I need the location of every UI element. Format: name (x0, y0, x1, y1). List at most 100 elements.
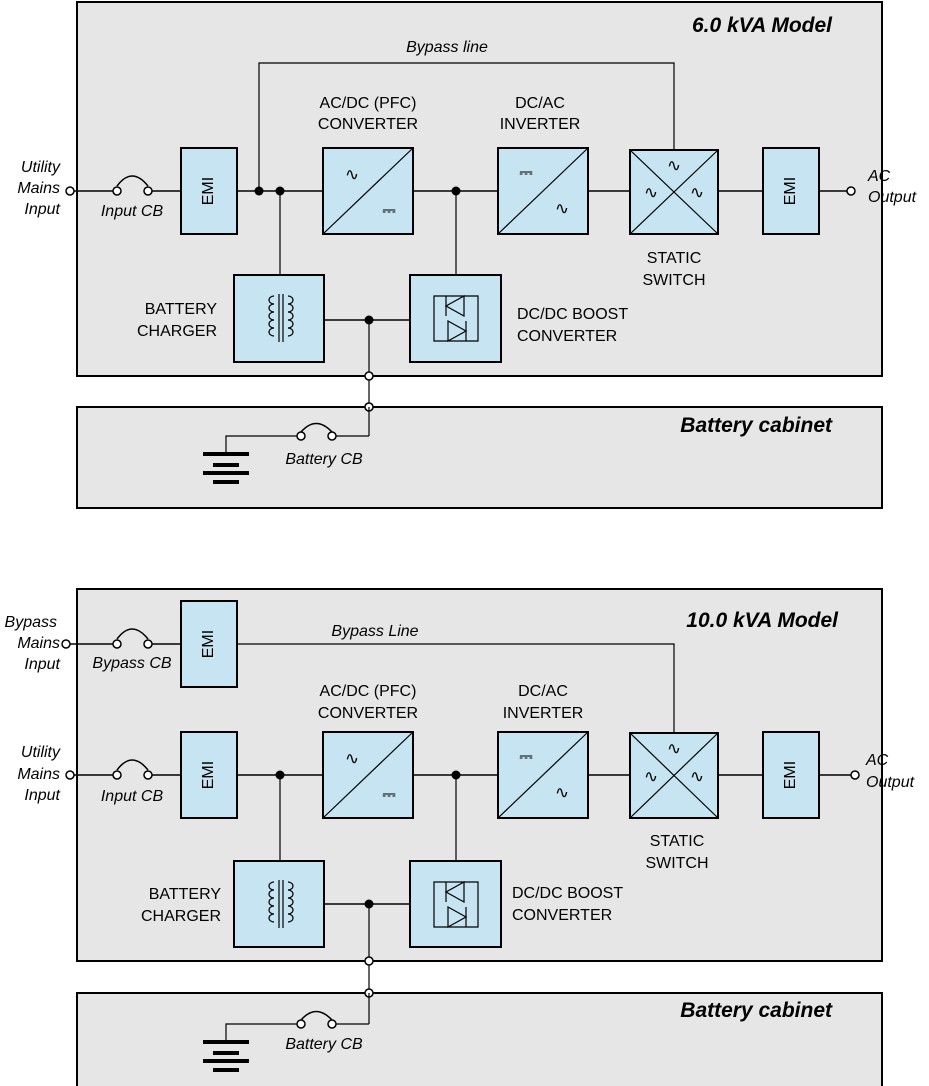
dcdc-boost-converter (409, 274, 502, 363)
diagram-10kva: 10.0 kVA Model Bypass Mains Input Bypass… (5, 588, 915, 1086)
bypass-input-label-1: Bypass (5, 614, 57, 631)
inverter-diagonal (497, 147, 589, 235)
cb-contact (327, 431, 337, 441)
emi-filter-input (180, 147, 238, 235)
cb-contact (327, 1019, 337, 1029)
junction-dot (254, 186, 264, 196)
panel-terminal (364, 371, 374, 381)
dcac-label-2: INVERTER (503, 705, 584, 722)
utility-input-label-2: Mains (17, 180, 60, 197)
ac-symbol-icon: ∿ (555, 783, 569, 803)
static-switch-label-2: SWITCH (642, 272, 705, 289)
acdc-label-2: CONVERTER (318, 705, 418, 722)
utility-input-label-3: Input (24, 787, 60, 804)
cb-contact (112, 639, 122, 649)
model-title: 6.0 kVA Model (692, 14, 833, 37)
converter-diagonal (322, 731, 414, 819)
bypass-terminal (61, 639, 71, 649)
static-switch-label-1: STATIC (647, 250, 702, 267)
utility-input-label-2: Mains (17, 766, 60, 783)
switch-diagonal (629, 732, 719, 819)
cb-contact (112, 186, 122, 196)
cb-contact (112, 770, 122, 780)
transformer-coil-icon (268, 881, 275, 923)
boost-label-1: DC/DC BOOST (517, 306, 628, 323)
dcac-label-1: DC/AC (515, 95, 565, 112)
output-terminal (846, 186, 856, 196)
battery-wire (225, 435, 297, 452)
emi-filter-output (762, 147, 820, 235)
cb-contact (143, 186, 153, 196)
transformer-coil-icon (287, 295, 294, 337)
dcac-label-2: INVERTER (500, 116, 581, 133)
battery-icon (203, 452, 249, 484)
acdc-label-2: CONVERTER (318, 116, 418, 133)
boost-label-2: CONVERTER (512, 907, 612, 924)
ac-symbol-icon: ∿ (644, 183, 658, 203)
dc-symbol-icon: ⎓ (382, 201, 396, 221)
diode-icon (444, 294, 465, 318)
input-terminal (65, 186, 75, 196)
emi-label: EMI (200, 630, 217, 658)
bypass-line (237, 643, 675, 733)
ac-symbol-icon: ∿ (555, 199, 569, 219)
input-terminal (65, 770, 75, 780)
cb-contact (296, 1019, 306, 1029)
panel-terminal (364, 956, 374, 966)
input-cb-icon (116, 175, 149, 187)
diode-icon (444, 880, 465, 904)
battery-cabinet-title: Battery cabinet (680, 414, 833, 437)
battery-cb-icon (300, 422, 333, 433)
bypass-input-label-3: Input (24, 656, 60, 673)
input-cb-icon (116, 759, 149, 771)
transformer-coil-icon (268, 295, 275, 337)
charger-label-2: CHARGER (141, 908, 221, 925)
charger-label-1: BATTERY (145, 301, 218, 318)
ac-symbol-icon: ∿ (644, 767, 658, 787)
switch-diagonal (629, 149, 719, 235)
battery-cb-icon (300, 1010, 333, 1021)
bypass-line-label: Bypass line (406, 39, 488, 56)
battery-cabinet-title: Battery cabinet (680, 999, 833, 1022)
model-title: 10.0 kVA Model (686, 609, 839, 632)
diode-icon (447, 319, 468, 343)
ac-symbol-icon: ∿ (667, 739, 681, 759)
emi-label: EMI (782, 761, 799, 789)
utility-input-label-1: Utility (21, 744, 61, 761)
acdc-label-1: AC/DC (PFC) (320, 95, 417, 112)
ac-symbol-icon: ∿ (690, 183, 704, 203)
cb-contact (143, 770, 153, 780)
converter-diagonal (322, 147, 414, 235)
output-label-1: AC (867, 168, 891, 185)
emi-label: EMI (200, 761, 217, 789)
dcac-label-1: DC/AC (518, 683, 568, 700)
transformer-coil-icon (287, 881, 294, 923)
input-cb-label: Input CB (101, 203, 164, 220)
bypass-line (258, 62, 675, 191)
inverter-diagonal (497, 731, 589, 819)
boost-label-2: CONVERTER (517, 328, 617, 345)
battery-cb-label: Battery CB (285, 451, 363, 468)
charger-label-2: CHARGER (137, 323, 217, 340)
battery-icon (203, 1040, 249, 1072)
output-label-1: AC (865, 752, 889, 769)
ac-symbol-icon: ∿ (690, 767, 704, 787)
dc-symbol-icon: ⎓ (519, 163, 533, 183)
battery-cabinet-panel (76, 992, 883, 1086)
bypass-cb-icon (116, 628, 149, 640)
cb-contact (296, 431, 306, 441)
static-switch-label-2: SWITCH (645, 855, 708, 872)
emi-filter-bypass (180, 600, 238, 688)
battery-wire (225, 1023, 297, 1040)
charger-label-1: BATTERY (149, 886, 222, 903)
ac-symbol-icon: ∿ (345, 165, 359, 185)
cb-contact (143, 639, 153, 649)
battery-cb-label: Battery CB (285, 1036, 363, 1053)
acdc-label-1: AC/DC (PFC) (320, 683, 417, 700)
static-switch-label-1: STATIC (650, 833, 705, 850)
diagram-6kva: 6.0 kVA Model Bypass line Utility Mains … (17, 1, 917, 509)
output-label-2: Output (866, 774, 915, 791)
emi-label: EMI (782, 177, 799, 205)
output-label-2: Output (868, 189, 917, 206)
